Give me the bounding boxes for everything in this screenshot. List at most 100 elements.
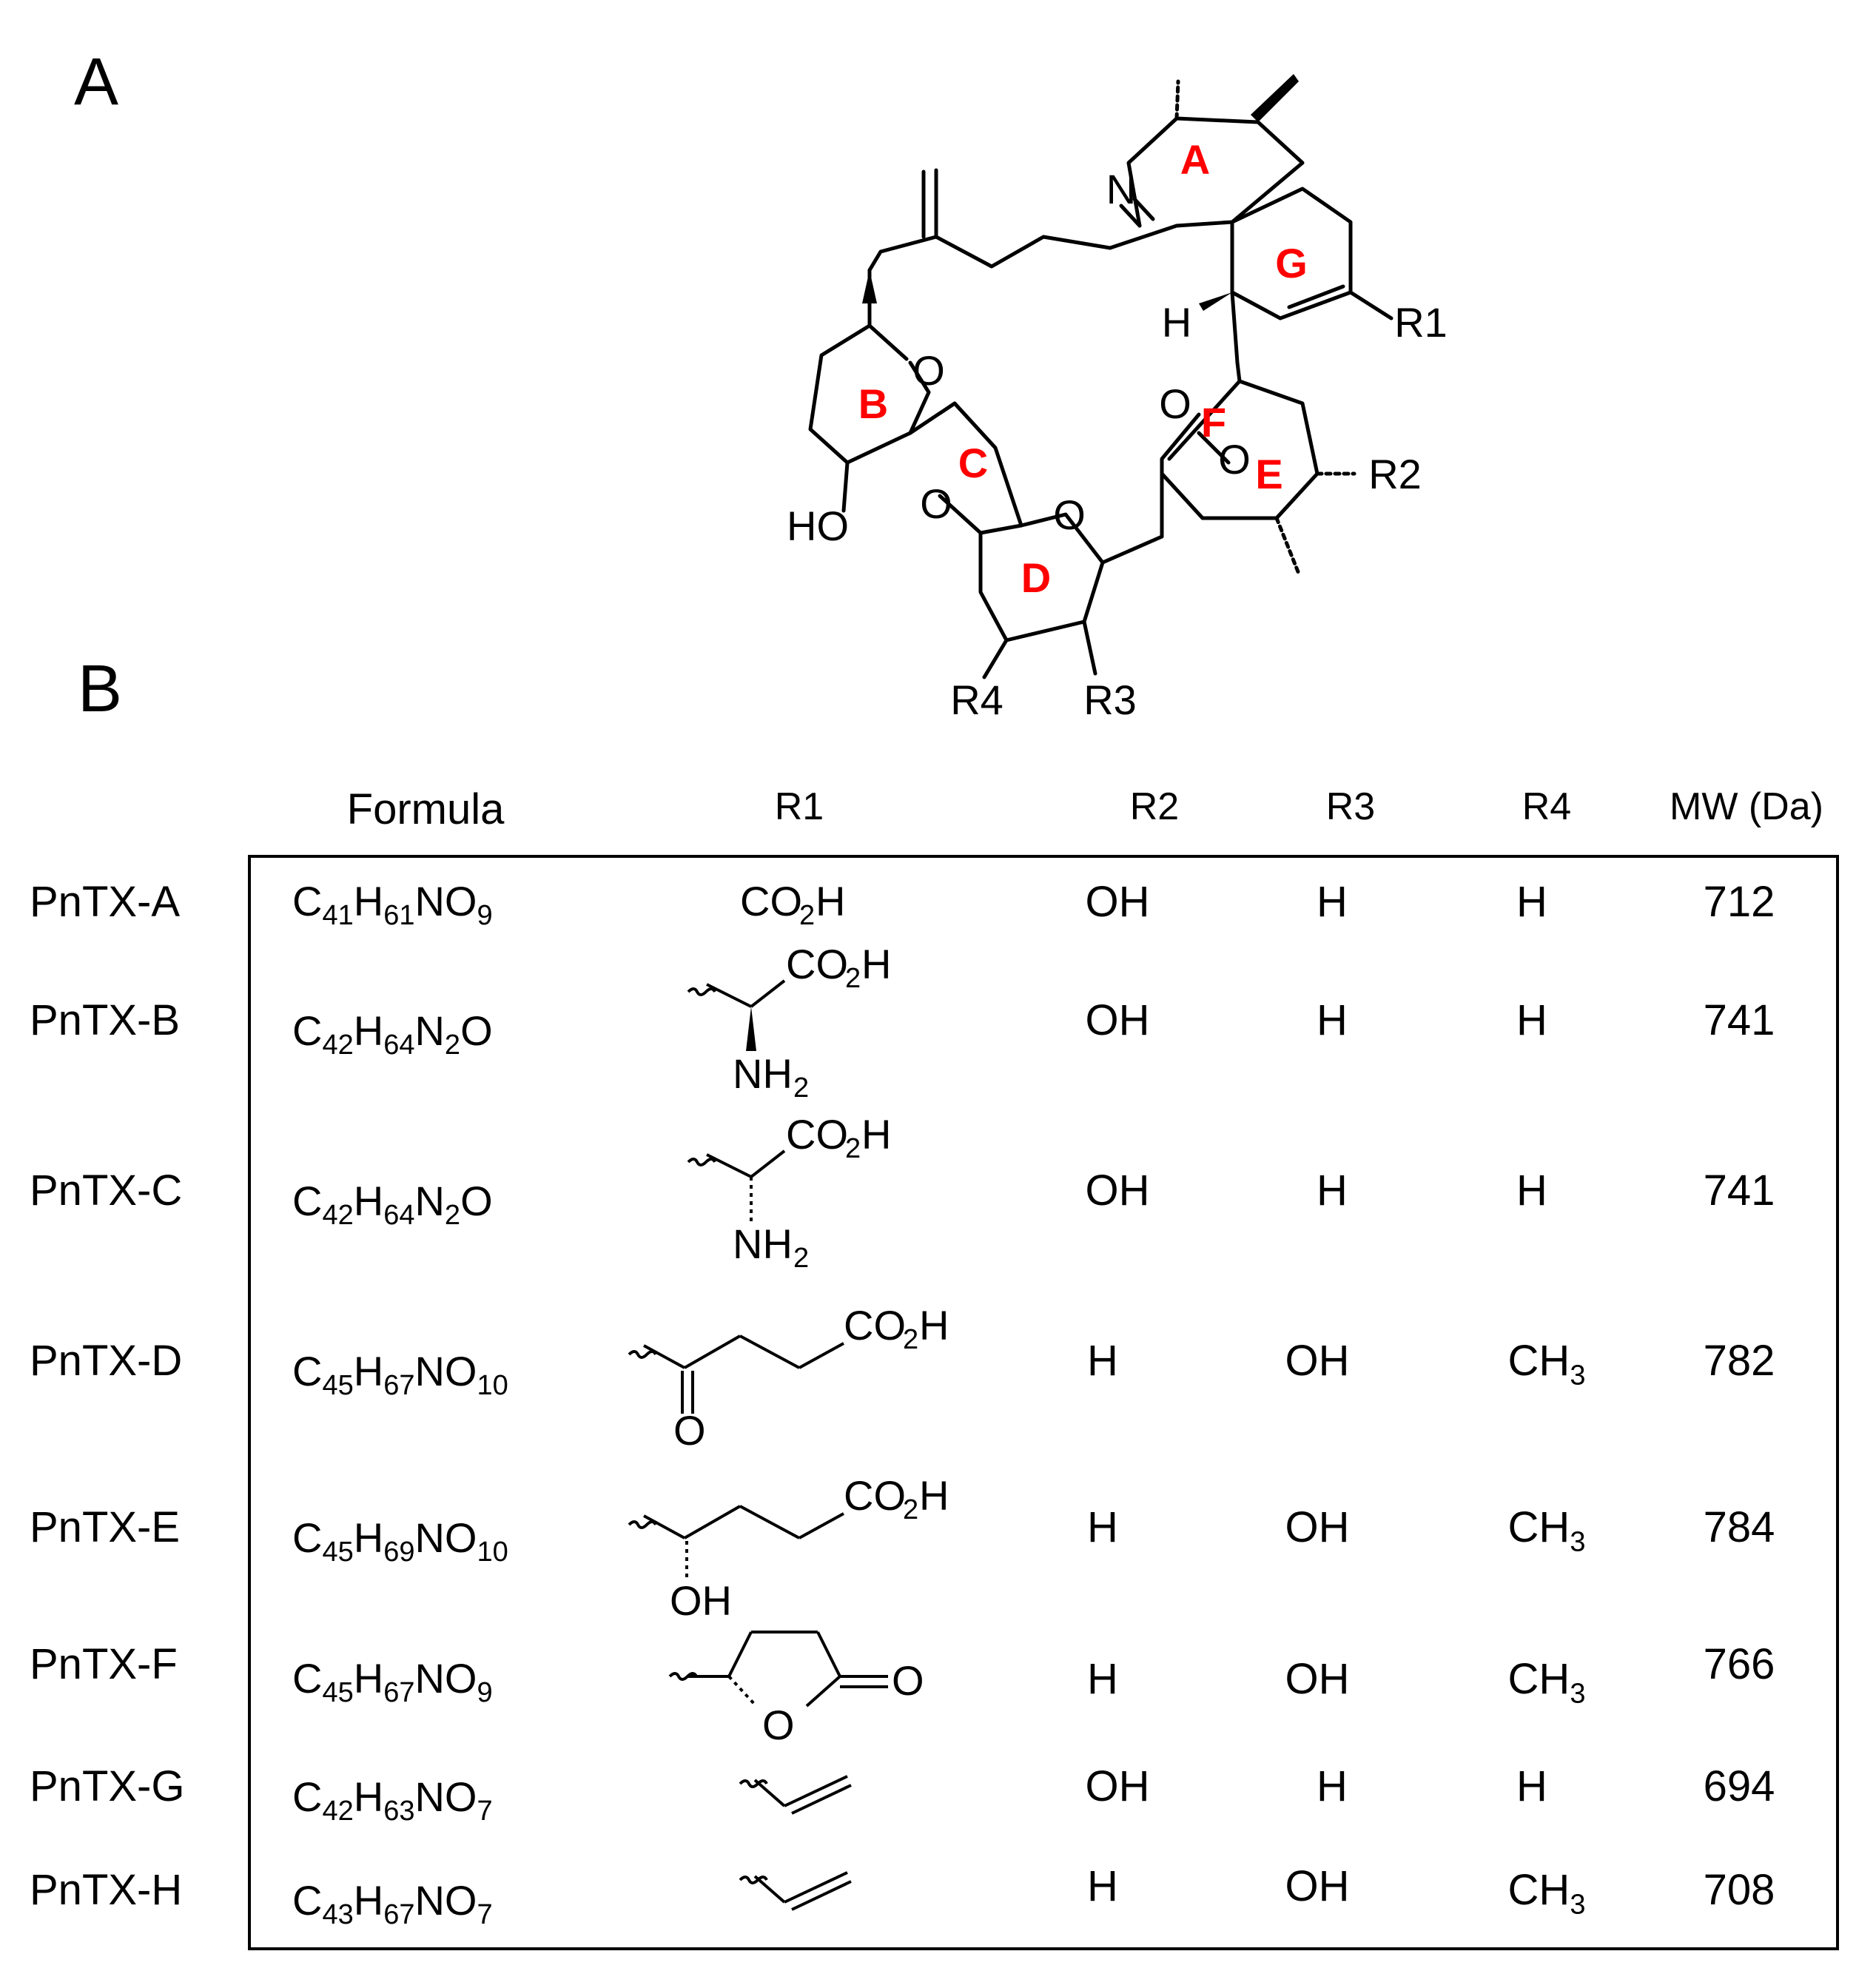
row-r2: OH <box>1085 996 1150 1044</box>
svg-text:H: H <box>816 878 845 924</box>
panel-label-b: B <box>78 652 123 726</box>
atom-o-c: O <box>920 480 952 527</box>
ring-a-bonds <box>1126 116 1305 228</box>
svg-text:OH: OH <box>670 1577 732 1621</box>
row-mw: 712 <box>1703 878 1775 926</box>
row-r2: OH <box>1085 1166 1150 1215</box>
row-r3: OH <box>1285 1655 1350 1703</box>
row-r2: H <box>1087 1862 1118 1910</box>
row-name: PnTX-C <box>30 1166 183 1215</box>
row-r4: CH3 <box>1507 1866 1586 1921</box>
row-formula: C42H64N2O <box>292 1178 493 1231</box>
svg-text:O: O <box>892 1657 924 1704</box>
row-r3: H <box>1317 1762 1348 1810</box>
row-formula: C45H69NO10 <box>292 1514 508 1568</box>
atom-o-e: O <box>1218 436 1251 483</box>
row-r4: H <box>1516 996 1547 1044</box>
svg-text:H: H <box>861 1111 891 1158</box>
atom-o-f: O <box>1159 380 1191 427</box>
row-name: PnTX-A <box>30 878 181 926</box>
svg-text:O: O <box>673 1407 706 1451</box>
pinnatoxin-structure: A B C D E F G N H O O O O O HO R1 R2 R3 … <box>787 74 1448 723</box>
svg-text:CO: CO <box>844 1472 906 1519</box>
row-r4: CH3 <box>1507 1503 1586 1558</box>
svg-text:2: 2 <box>845 1133 861 1164</box>
row-formula: C42H63NO7 <box>292 1773 493 1827</box>
row-r3: H <box>1317 1166 1348 1215</box>
row-r3: H <box>1317 996 1348 1044</box>
header-r4: R4 <box>1522 785 1572 828</box>
svg-text:H: H <box>919 1472 949 1519</box>
row-formula: C43H67NO7 <box>292 1877 493 1930</box>
atom-o-d: O <box>1053 491 1086 538</box>
substituent-r4: R4 <box>950 676 1003 723</box>
row-mw: 708 <box>1703 1866 1775 1914</box>
r1-structure-vinyl <box>739 1775 852 1815</box>
row-r3: OH <box>1285 1503 1350 1551</box>
ring-label-a: A <box>1180 136 1210 183</box>
r1-structure-lactone: O O <box>668 1631 924 1747</box>
substituent-r3: R3 <box>1083 676 1137 723</box>
substituent-r2: R2 <box>1368 451 1422 497</box>
header-r3: R3 <box>1325 785 1376 828</box>
row-mw: 784 <box>1703 1503 1775 1551</box>
row-name: PnTX-G <box>30 1762 185 1810</box>
row-mw: 766 <box>1703 1640 1775 1688</box>
panel-label-a: A <box>74 45 119 119</box>
svg-text:CO: CO <box>786 1111 848 1158</box>
row-r2: H <box>1087 1503 1118 1551</box>
svg-text:NH: NH <box>733 1050 793 1097</box>
atom-h: H <box>1162 299 1191 346</box>
ring-label-b: B <box>858 380 888 427</box>
row-r3: H <box>1317 878 1348 926</box>
svg-text:O: O <box>762 1702 795 1747</box>
header-mw: MW (Da) <box>1670 785 1823 828</box>
row-r4: CH3 <box>1507 1655 1586 1710</box>
row-r2: OH <box>1085 878 1150 926</box>
row-name: PnTX-D <box>30 1337 183 1385</box>
row-name: PnTX-F <box>30 1640 178 1688</box>
ring-label-c: C <box>958 440 988 486</box>
row-r2: OH <box>1085 1762 1150 1810</box>
ring-label-e: E <box>1255 451 1282 497</box>
row-mw: 694 <box>1703 1762 1775 1810</box>
svg-text:CO: CO <box>786 941 848 987</box>
header-formula: Formula <box>346 785 505 833</box>
ring-b-bonds <box>808 268 931 465</box>
svg-text:CO: CO <box>740 878 802 924</box>
row-formula: C45H67NO9 <box>292 1655 493 1708</box>
ring-label-f: F <box>1201 399 1226 446</box>
svg-text:H: H <box>861 941 891 987</box>
r1-structure-vinyl <box>739 1871 852 1911</box>
svg-text:2: 2 <box>793 1072 809 1104</box>
row-r2: H <box>1087 1337 1118 1385</box>
row-r4: H <box>1516 1762 1547 1810</box>
row-name: PnTX-H <box>30 1866 183 1914</box>
atom-n: N <box>1106 166 1136 212</box>
svg-text:2: 2 <box>845 963 861 994</box>
header-r1: R1 <box>774 785 824 828</box>
substituent-r1: R1 <box>1394 299 1448 346</box>
header-r2: R2 <box>1129 785 1180 828</box>
row-r2: H <box>1087 1655 1118 1703</box>
svg-text:2: 2 <box>793 1243 809 1274</box>
row-formula: C41H61NO9 <box>292 878 493 931</box>
svg-text:CO: CO <box>844 1302 906 1349</box>
row-name: PnTX-B <box>30 996 181 1044</box>
table-frame <box>248 855 1839 1950</box>
row-mw: 782 <box>1703 1337 1775 1385</box>
row-name: PnTX-E <box>30 1503 181 1551</box>
svg-text:2: 2 <box>799 900 815 931</box>
row-r3: OH <box>1285 1337 1350 1385</box>
row-formula: C45H67NO10 <box>292 1348 508 1401</box>
atom-ho: HO <box>787 503 849 549</box>
row-r4: CH3 <box>1507 1337 1586 1391</box>
atom-o-b: O <box>912 347 945 394</box>
row-formula: C42H64N2O <box>292 1007 493 1061</box>
ring-label-g: G <box>1275 240 1308 286</box>
row-mw: 741 <box>1703 1166 1775 1215</box>
